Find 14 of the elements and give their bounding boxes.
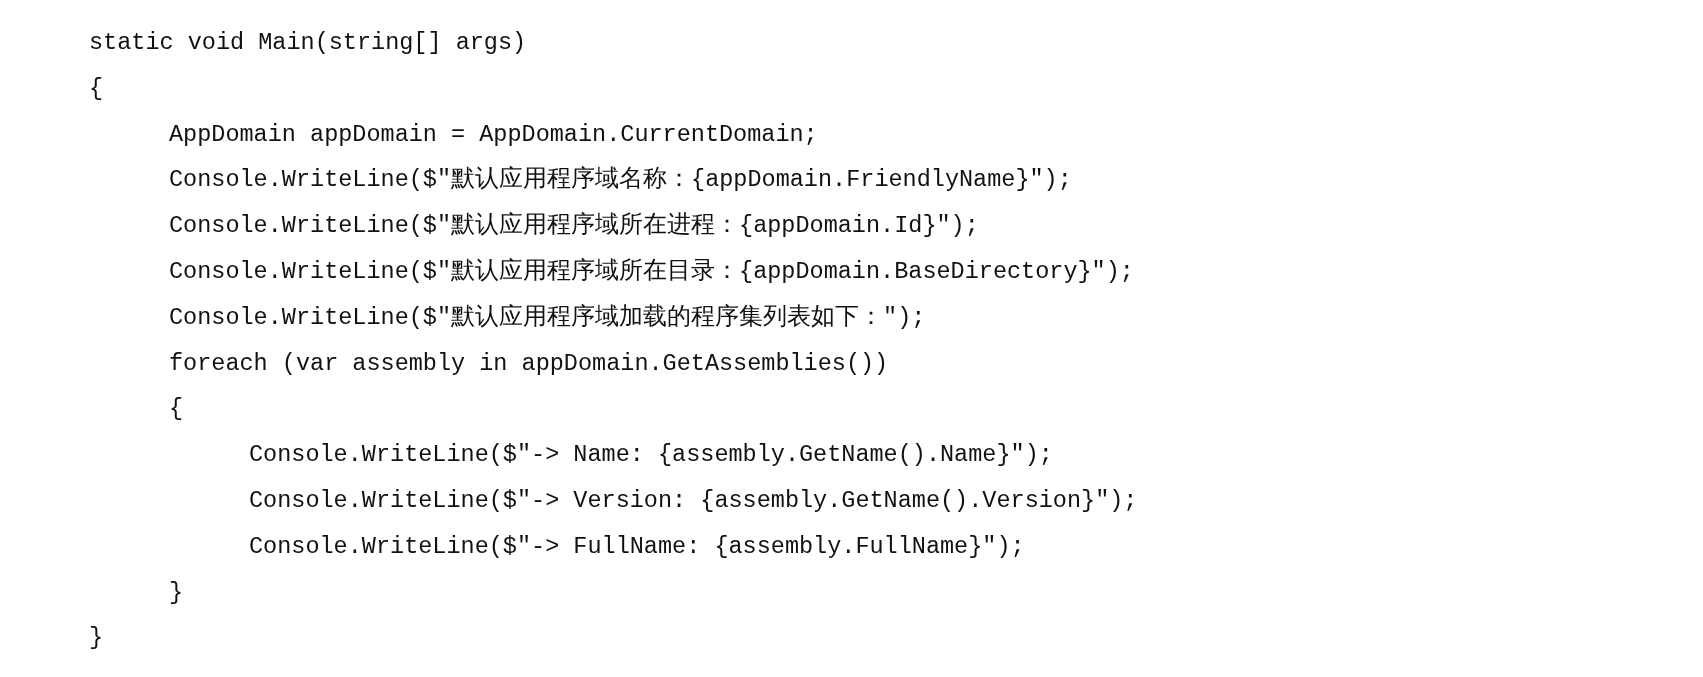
code-line: Console.WriteLine($"默认应用程序域名称：{appDomain.FriendlyName}"); xyxy=(169,165,1072,196)
code-line: static void Main(string[] args) xyxy=(89,28,527,58)
code-line: Console.WriteLine($"-> Version: {assembly.GetName().Version}"); xyxy=(249,486,1138,516)
code-line: { xyxy=(89,73,104,104)
code-line: Console.WriteLine($"-> FullName: {assembly.FullName}"); xyxy=(249,531,1025,562)
code-line: } xyxy=(169,577,184,608)
code-line: } xyxy=(89,623,104,654)
code-line: AppDomain appDomain = AppDomain.CurrentDomain; xyxy=(169,119,818,150)
code-line: { xyxy=(169,394,184,425)
code-line: Console.WriteLine($"默认应用程序域所在进程：{appDomain.Id}"); xyxy=(169,211,979,242)
code-line: Console.WriteLine($"-> Name: {assembly.GetName().Name}"); xyxy=(249,440,1053,471)
code-line: Console.WriteLine($"默认应用程序域所在目录：{appDomain.BaseDirectory}"); xyxy=(169,257,1134,287)
code-line: foreach (var assembly in appDomain.GetAssemblies()) xyxy=(169,348,889,379)
code-line: Console.WriteLine($"默认应用程序域加载的程序集列表如下："); xyxy=(169,302,926,333)
